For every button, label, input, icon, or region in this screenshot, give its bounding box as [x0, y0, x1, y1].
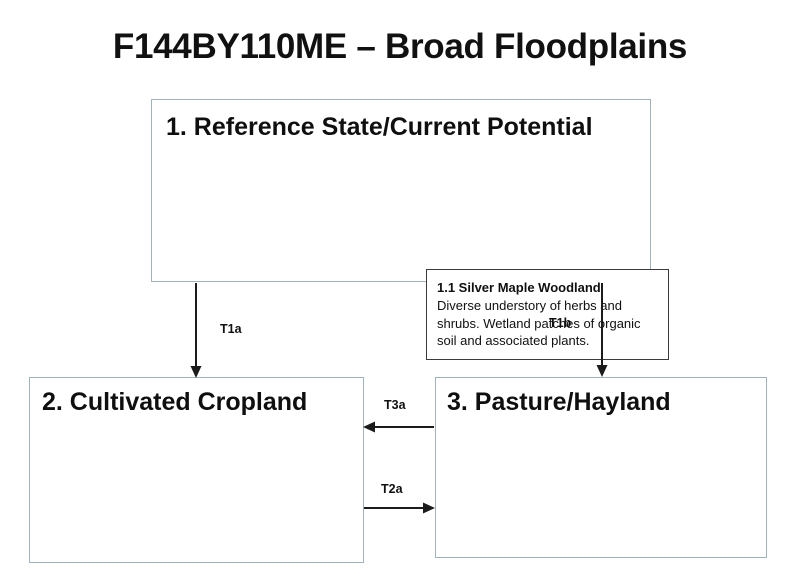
community-description-1-1: Diverse understory of herbs and shrubs. … [437, 298, 641, 349]
state-box-cultivated-cropland[interactable]: 2. Cultivated Cropland 2.1 Cultivated Cr… [29, 377, 364, 563]
transition-label-t1a: T1a [220, 322, 242, 336]
transition-arrow-t2a [364, 502, 435, 514]
transition-arrow-t3a [363, 421, 434, 433]
state-title-3: 3. Pasture/Hayland [447, 388, 671, 416]
transition-label-t1b: T1b [549, 316, 572, 330]
state-box-reference-state[interactable]: 1. Reference State/Current Potential 1.1… [151, 99, 669, 360]
community-name-1-1: 1.1 Silver Maple Woodland [437, 280, 601, 295]
state-title-2: 2. Cultivated Cropland [42, 388, 308, 416]
transition-arrow-t1a [190, 283, 202, 378]
state-title-1: 1. Reference State/Current Potential [166, 113, 593, 141]
diagram-title: F144BY110ME – Broad Floodplains [112, 27, 688, 66]
transition-label-t3a: T3a [384, 398, 406, 412]
community-box-1-1[interactable]: 1.1 Silver Maple Woodland Diverse unders… [426, 269, 669, 360]
state-box-pasture-hayland[interactable]: 3. Pasture/Hayland 3.1 Pasture/Hayland [435, 377, 767, 558]
transition-label-t2a: T2a [381, 482, 403, 496]
